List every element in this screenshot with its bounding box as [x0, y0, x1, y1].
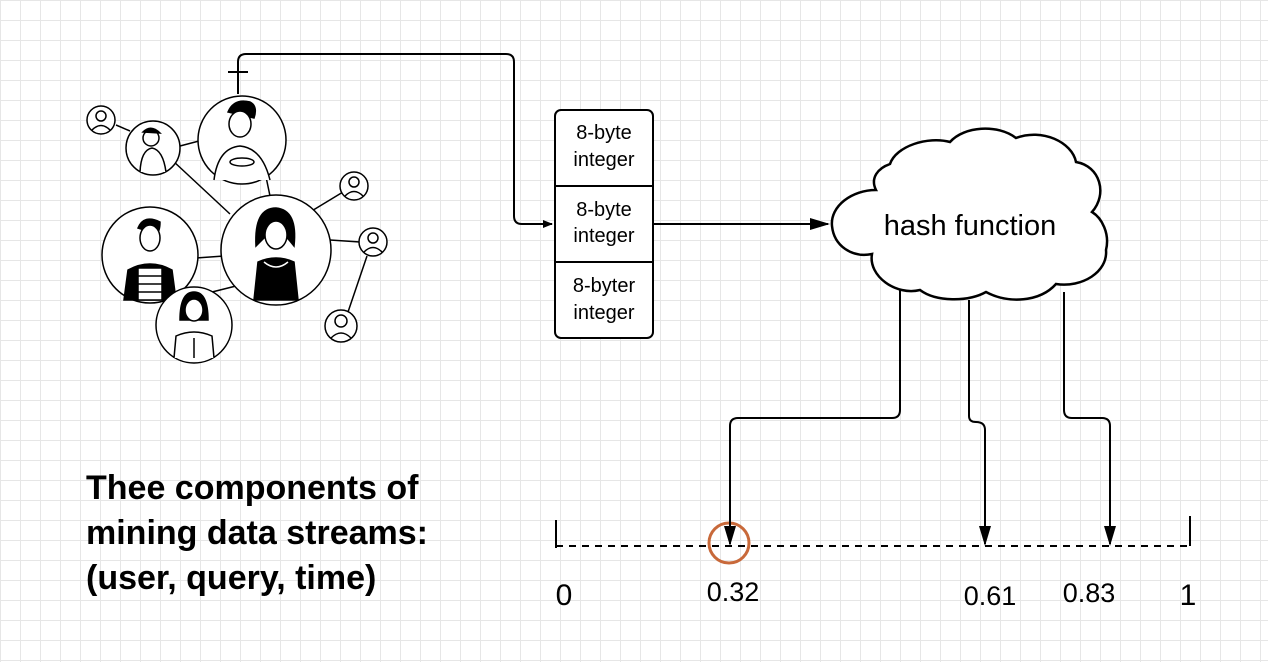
- user-icon: [339, 171, 369, 201]
- number-line-point-label: 0.83: [1063, 578, 1116, 608]
- caption-line: Thee components of: [86, 469, 419, 507]
- hash-output-arrow: [968, 300, 991, 546]
- hash-output-arrow: [1063, 292, 1116, 546]
- caption-line: mining data streams:: [86, 514, 428, 552]
- integer-box-stack: 8-byte integer 8-byte integer 8-byter in…: [554, 109, 654, 339]
- caption-line: (user, query, time): [86, 559, 377, 597]
- number-line-point-label: 0.61: [964, 581, 1017, 611]
- int-box-2-line1: 8-byte: [576, 199, 632, 221]
- int-box-2-line2: integer: [573, 225, 634, 247]
- caption: Thee components of mining data streams: …: [86, 466, 428, 601]
- social-network: [115, 124, 368, 313]
- user-icon: [358, 227, 388, 257]
- hash-function-cloud: hash function: [830, 127, 1109, 301]
- person-avatar: [155, 286, 233, 364]
- network-to-box-connector: [237, 53, 553, 228]
- int-box-1-line1: 8-byte: [576, 122, 632, 144]
- hash-output-arrow: [724, 290, 901, 546]
- person-avatar: [197, 95, 287, 185]
- number-line-start-label: 0: [556, 579, 573, 612]
- person-avatar: [220, 194, 332, 306]
- number-line-end-label: 1: [1180, 579, 1197, 612]
- number-line: 0 1 0.32 0.61 0.83: [555, 516, 1197, 612]
- user-icon: [86, 105, 116, 135]
- int-box-3-line1: 8-byter: [573, 275, 636, 297]
- person-avatar: [125, 120, 181, 176]
- person-avatar: [101, 206, 199, 304]
- int-box-1-line2: integer: [573, 149, 634, 171]
- number-line-point-label: 0.32: [707, 577, 760, 607]
- hash-function-label: hash function: [884, 210, 1057, 242]
- user-icon: [324, 309, 358, 343]
- int-box-3-line2: integer: [573, 302, 634, 324]
